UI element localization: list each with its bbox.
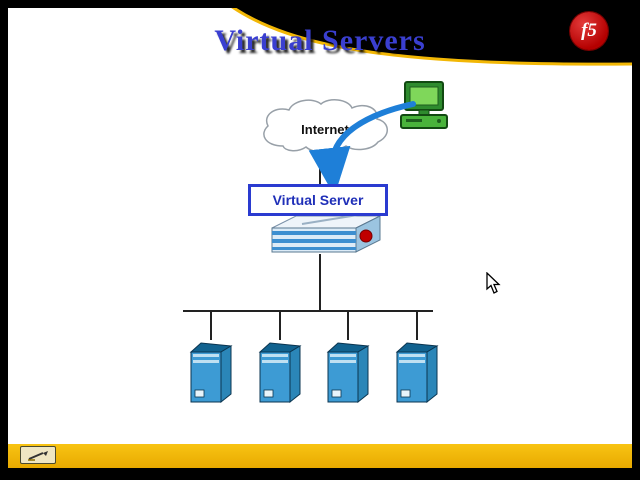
server-tower: [189, 310, 233, 410]
bus-drop-line: [210, 310, 212, 340]
server-tower-icon: [258, 342, 302, 404]
presenter-toolbar: [8, 444, 632, 468]
bigip-appliance-icon: [271, 212, 381, 253]
pen-icon: [28, 450, 48, 461]
server-tower: [395, 310, 439, 410]
swoosh-decoration: [231, 8, 632, 66]
annotation-pen-button[interactable]: [20, 446, 56, 464]
appliance-to-bus-line: [319, 254, 321, 312]
presentation-slide: Virtual Servers f5 Internet: [8, 8, 632, 468]
bus-drop-line: [416, 310, 418, 340]
server-row: [183, 310, 439, 414]
server-tower: [258, 310, 302, 410]
traffic-arrow-icon: [308, 101, 416, 186]
f5-logo-icon: f5: [570, 12, 608, 50]
f5-logo-text: f5: [581, 20, 597, 41]
slide-title: Virtual Servers: [214, 24, 426, 57]
bus-drop-line: [278, 310, 281, 340]
mouse-cursor: [486, 272, 501, 294]
network-bus-line: [183, 310, 433, 312]
bus-drop-line: [347, 310, 350, 340]
virtual-server-box: Virtual Server: [248, 184, 388, 216]
server-tower-icon: [327, 342, 370, 404]
virtual-server-label: Virtual Server: [272, 192, 364, 208]
server-tower: [326, 310, 370, 410]
server-tower-icon: [395, 342, 439, 404]
server-tower-icon: [189, 342, 233, 404]
